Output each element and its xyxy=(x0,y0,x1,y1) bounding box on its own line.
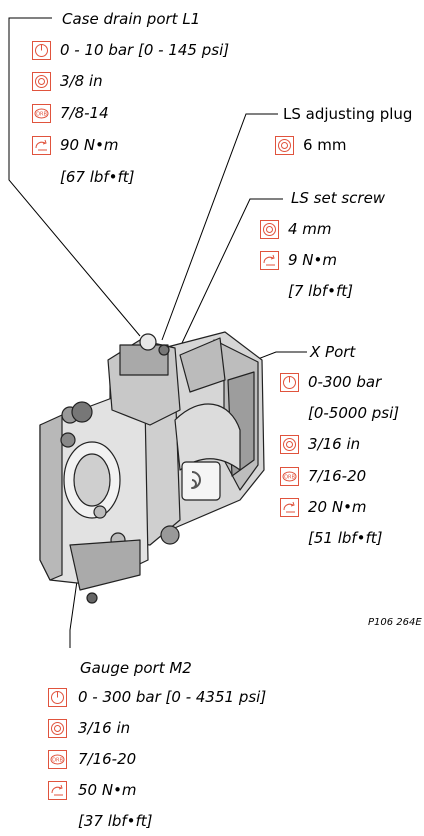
gauge-port-pressure: 0 - 300 bar [0 - 4351 psi] xyxy=(78,688,267,706)
torque-wrench-icon xyxy=(280,498,299,517)
torque-wrench-icon xyxy=(48,781,67,800)
case-drain-pressure: 0 - 10 bar [0 - 145 psi] xyxy=(60,41,230,59)
orb-fitting-icon: ORB xyxy=(48,750,67,769)
gauge-port-hex: 3/16 in xyxy=(78,719,131,737)
hex-key-icon xyxy=(32,72,51,91)
gauge-port-torque: 50 N•m xyxy=(78,781,137,799)
gauge-port-orb: 7/16-20 xyxy=(78,750,137,768)
orb-label: ORB xyxy=(36,112,47,118)
orb-fitting-icon: ORB xyxy=(280,467,299,486)
pump-body xyxy=(39,331,265,604)
ls-screw-hex: 4 mm xyxy=(288,220,332,238)
hex-key-icon xyxy=(275,136,294,155)
x-port-title: X Port xyxy=(310,343,356,361)
x-port-hex: 3/16 in xyxy=(308,435,361,453)
hex-key-icon xyxy=(48,719,67,738)
ls-plug-hex: 6 mm xyxy=(303,136,347,154)
orb-label: ORB xyxy=(52,758,63,764)
orb-fitting-icon: ORB xyxy=(32,104,51,123)
hex-key-icon xyxy=(280,435,299,454)
orb-label: ORB xyxy=(284,475,295,481)
leader-ls-plug xyxy=(161,113,278,341)
leader-ls-screw xyxy=(173,198,283,361)
gauge-port-title: Gauge port M2 xyxy=(80,659,192,677)
x-port-orb: 7/16-20 xyxy=(308,467,367,485)
gauge-port-torque-imperial: [37 lbf•ft] xyxy=(78,812,153,830)
ls-screw-torque-imperial: [7 lbf•ft] xyxy=(288,282,353,300)
torque-wrench-icon xyxy=(260,251,279,270)
case-drain-torque-imperial: [67 lbf•ft] xyxy=(60,168,135,186)
x-port-torque-imperial: [51 lbf•ft] xyxy=(308,529,383,547)
x-port-torque: 20 N•m xyxy=(308,498,367,516)
case-drain-hex: 3/8 in xyxy=(60,72,103,90)
leader-case-drain xyxy=(8,17,141,337)
ls-screw-title: LS set screw xyxy=(291,189,386,207)
torque-wrench-icon xyxy=(32,136,51,155)
case-drain-title: Case drain port L1 xyxy=(62,10,201,28)
figure-code: P106 264E xyxy=(368,617,422,628)
pressure-gauge-icon xyxy=(32,41,51,60)
case-drain-torque: 90 N•m xyxy=(60,136,119,154)
ls-screw-torque: 9 N•m xyxy=(288,251,337,269)
hex-key-icon xyxy=(260,220,279,239)
x-port-pressure-imperial: [0-5000 psi] xyxy=(308,404,400,422)
pressure-gauge-icon xyxy=(48,688,67,707)
leader-lines xyxy=(8,17,307,648)
pressure-gauge-icon xyxy=(280,373,299,392)
ls-plug-title: LS adjusting plug xyxy=(283,105,413,123)
case-drain-orb: 7/8-14 xyxy=(60,104,109,122)
x-port-pressure: 0-300 bar xyxy=(308,373,382,391)
